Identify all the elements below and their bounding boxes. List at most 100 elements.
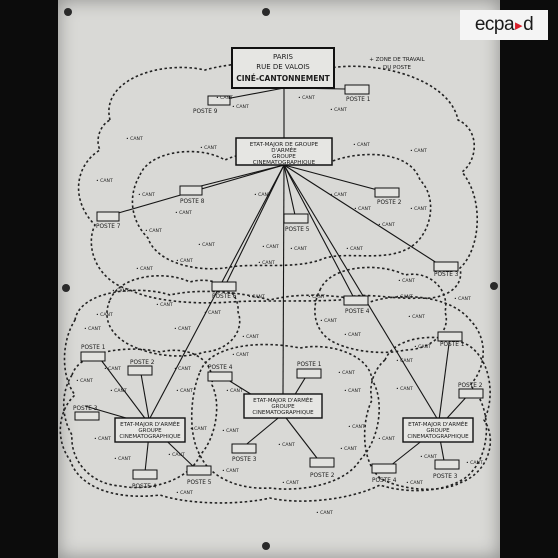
cant-label: • CANT [454,296,471,302]
hq-line-3: CINÉ-CANTONNEMENT [236,74,330,83]
svg-text:GROUPE: GROUPE [138,428,162,434]
cant-label: • CANT [145,228,162,234]
svg-text:POSTE 2: POSTE 2 [310,473,335,479]
svg-text:CINEMATOGRAPHIQUE: CINEMATOGRAPHIQUE [119,434,181,440]
logo-text: ecpa [474,14,515,35]
screw-icon [262,542,270,550]
post-upper-8: POSTE 8 [179,185,205,205]
post-upper-4: POSTE 4 [343,295,370,315]
post-upper-9: POSTE 9 [193,95,231,115]
cant-label: • CANT [396,386,413,392]
army-hq-box-left: ETAT-MAJOR D'ARMÉE GROUPE CINEMATOGRAPHI… [114,417,186,443]
cant-label: • CANT [344,332,361,338]
svg-text:POSTE 3: POSTE 3 [232,457,257,463]
posts: POSTE 9 POSTE 1 POSTE 8 POSTE 7 POSTE 2 … [73,84,484,490]
svg-text:POSTE 3: POSTE 3 [73,406,98,412]
cant-label: • CANT [420,454,437,460]
zone-outline-left-army [62,348,218,489]
group-hq-line-4: CINEMATOGRAPHIQUE [253,160,316,166]
screw-icon [490,282,498,290]
group-hq-box: ETAT-MAJOR DE GROUPE D'ARMÉE GROUPE CINE… [235,137,333,166]
cant-label: • CANT [298,95,315,101]
cant-label: • CANT [232,352,249,358]
screw-icon [262,8,270,16]
hq-line-2: RUE DE VALOIS [256,63,310,71]
post-right-4: POSTE 4 [371,463,397,484]
cant-label: • CANT [222,468,239,474]
cant-label: • CANT [378,436,395,442]
svg-text:POSTE 2: POSTE 2 [130,360,155,366]
cant-label: • CANT [396,294,413,300]
army-hq-box-right: ETAT-MAJOR D'ARMÉE GROUPE CINEMATOGRAPHI… [402,417,474,443]
zone-outline-upper-inner [131,150,432,270]
cant-label: • CANT [76,378,93,384]
ecpad-logo: ecpa ▸ d [460,10,548,40]
post-left-5: POSTE 5 [186,465,212,486]
cant-label: • CANT [242,334,259,340]
cant-label: • CANT [282,480,299,486]
post-right-1: POSTE 1 [437,331,465,348]
svg-text:POSTE 8: POSTE 8 [180,199,205,205]
cant-label: • CANT [414,344,431,350]
zone-outline-mid [106,275,241,357]
svg-text:POSTE 2: POSTE 2 [377,200,402,206]
cant-label: • CANT [168,452,185,458]
cant-label: • CANT [290,246,307,252]
screw-heads [62,8,498,550]
cant-label: • CANT [354,206,371,212]
cant-label: • CANT [114,456,131,462]
post-right-2: POSTE 2 [458,383,484,399]
cant-label: • CANT [156,302,173,308]
post-left-4: POSTE 4 [132,469,158,490]
svg-text:CINEMATOGRAPHIQUE: CINEMATOGRAPHIQUE [407,434,469,440]
post-center-3: POSTE 3 [231,443,257,463]
post-left-1: POSTE 1 [80,345,106,362]
poster-board [58,0,500,558]
group-hq-line-3: GROUPE [272,154,296,160]
cant-label: • CANT [126,136,143,142]
cant-label: • CANT [136,266,153,272]
cant-label: • CANT [176,490,193,496]
svg-text:POSTE 4: POSTE 4 [132,484,157,490]
legend-line-1: + ZONE DE TRAVAIL [369,57,425,63]
svg-text:POSTE 9: POSTE 9 [193,109,218,115]
cant-label: • CANT [330,192,347,198]
cant-markers: • CANT • CANT • CANT • CANT • CANT • CAN… [76,95,483,516]
post-upper-6: POSTE 6 [211,281,237,300]
cant-label: • CANT [216,95,233,101]
svg-text:POSTE 2: POSTE 2 [458,383,483,389]
group-hq-line-2: D'ARMÉE [271,146,297,154]
svg-text:POSTE 3: POSTE 3 [434,272,459,278]
cant-label: • CANT [138,192,155,198]
cant-label: • CANT [112,288,129,294]
cant-label: • CANT [176,388,193,394]
screw-icon [62,284,70,292]
post-left-3: POSTE 3 [73,406,100,421]
svg-text:POSTE 7: POSTE 7 [96,224,121,230]
cant-label: • CANT [258,260,275,266]
group-hq-line-1: ETAT-MAJOR DE GROUPE [250,142,319,148]
svg-text:POSTE 1: POSTE 1 [346,97,371,103]
svg-text:POSTE 4: POSTE 4 [345,309,370,315]
cant-label: • CANT [396,358,413,364]
cant-label: • CANT [174,366,191,372]
zone-outline-lower [59,289,488,504]
svg-text:POSTE 4: POSTE 4 [372,478,397,484]
cant-label: • CANT [348,424,365,430]
svg-text:POSTE 5: POSTE 5 [187,480,212,486]
cant-label: • CANT [248,294,265,300]
cant-label: • CANT [198,242,215,248]
zone-outline-right-army [363,336,492,491]
svg-text:ETAT-MAJOR D'ARMÉE: ETAT-MAJOR D'ARMÉE [408,420,468,428]
svg-text:POSTE 1: POSTE 1 [297,362,322,368]
cant-label: • CANT [96,312,113,318]
cant-label: • CANT [174,326,191,332]
svg-text:GROUPE: GROUPE [271,404,295,410]
post-upper-1: POSTE 1 [344,84,371,103]
cant-label: • CANT [346,246,363,252]
cant-label: • CANT [262,244,279,250]
cant-label: • CANT [466,460,483,466]
cant-label: • CANT [94,436,111,442]
cant-label: • CANT [406,480,423,486]
